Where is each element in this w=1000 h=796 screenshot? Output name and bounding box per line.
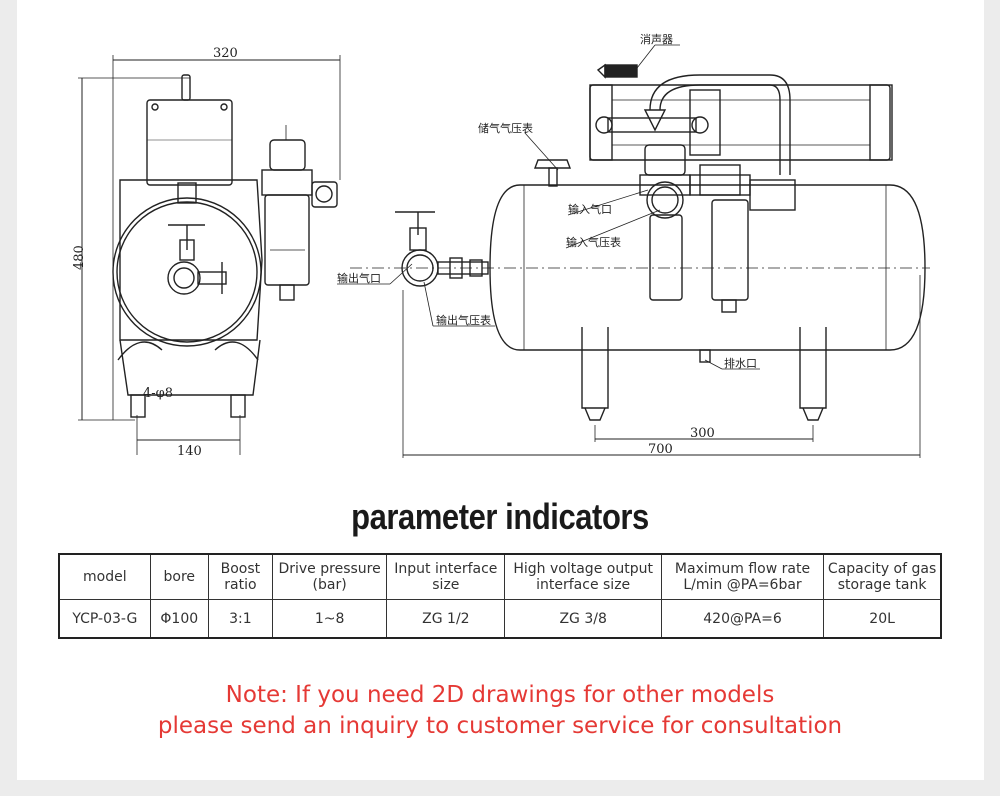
note: Note: If you need 2D drawings for other … [0, 680, 1000, 742]
table-cell: YCP-03-G [58, 599, 151, 639]
dim-320: 320 [213, 46, 238, 61]
content-card [17, 0, 984, 780]
label-air-outlet: 输出气口 [337, 271, 381, 285]
header-cell: Input interface size [386, 553, 506, 600]
dim-700: 700 [648, 442, 673, 457]
label-muffler: 消声器 [640, 32, 673, 46]
header-cell: bore [149, 553, 209, 600]
label-input-gauge: 输入气压表 [566, 235, 621, 249]
header-cell: High voltage output interface size [504, 553, 662, 600]
note-line-2: please send an inquiry to customer servi… [157, 713, 843, 739]
header-cell: Drive pressure (bar) [271, 553, 388, 600]
table-cell: 1~8 [271, 599, 388, 639]
parameter-table: model bore Boost ratio Drive pressure (b… [58, 553, 942, 639]
table-cell: ZG 1/2 [386, 599, 506, 639]
dim-480: 480 [72, 245, 87, 270]
dim-300: 300 [690, 426, 715, 441]
label-storage-gauge: 储气气压表 [478, 121, 533, 135]
label-output-gauge: 输出气压表 [436, 313, 491, 327]
section-title: parameter indicators [351, 496, 649, 537]
label-air-inlet: 输入气口 [568, 202, 612, 216]
table-cell: Φ100 [149, 599, 209, 639]
table-cell: 420@PA=6 [660, 599, 825, 639]
note-line-1: Note: If you need 2D drawings for other … [225, 682, 775, 708]
label-drain: 排水口 [724, 356, 757, 370]
header-cell: Capacity of gas storage tank [823, 553, 942, 600]
header-cell: Maximum flow rate L/min @PA=6bar [660, 553, 825, 600]
front-view: 300 700 消声器 [337, 32, 930, 458]
table-row: YCP-03-G Φ100 3:1 1~8 ZG 1/2 ZG 3/8 420@… [58, 599, 942, 639]
table-cell: ZG 3/8 [504, 599, 662, 639]
technical-drawing: 320 480 4-φ8 [72, 32, 930, 459]
header-cell: Boost ratio [207, 553, 273, 600]
side-view: 320 480 4-φ8 [72, 46, 341, 459]
dim-140: 140 [177, 444, 202, 459]
header-cell: model [58, 553, 151, 600]
table-cell: 3:1 [207, 599, 273, 639]
table-cell: 20L [823, 599, 942, 639]
table-header-row: model bore Boost ratio Drive pressure (b… [58, 553, 942, 600]
dim-holes: 4-φ8 [143, 386, 173, 401]
